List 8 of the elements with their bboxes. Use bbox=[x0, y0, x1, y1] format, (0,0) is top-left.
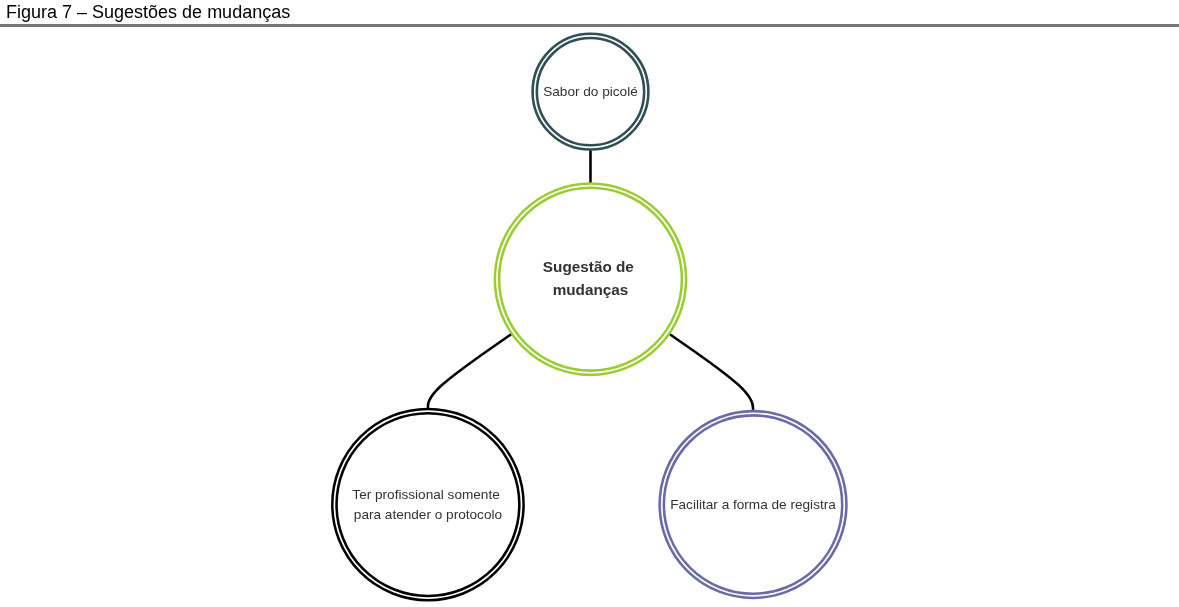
connector bbox=[668, 332, 755, 412]
node-circle: Ter profissional somente para atender o protocolo bbox=[331, 407, 525, 602]
connector bbox=[589, 149, 592, 184]
connector bbox=[426, 332, 513, 409]
node-circle: Sabor do picolé bbox=[531, 32, 650, 151]
figure-title: Figura 7 – Sugestões de mudanças bbox=[0, 0, 1179, 27]
node-circle: Sugestão de mudanças bbox=[493, 182, 688, 377]
node-circle: Facilitar a forma de registra bbox=[658, 409, 848, 600]
